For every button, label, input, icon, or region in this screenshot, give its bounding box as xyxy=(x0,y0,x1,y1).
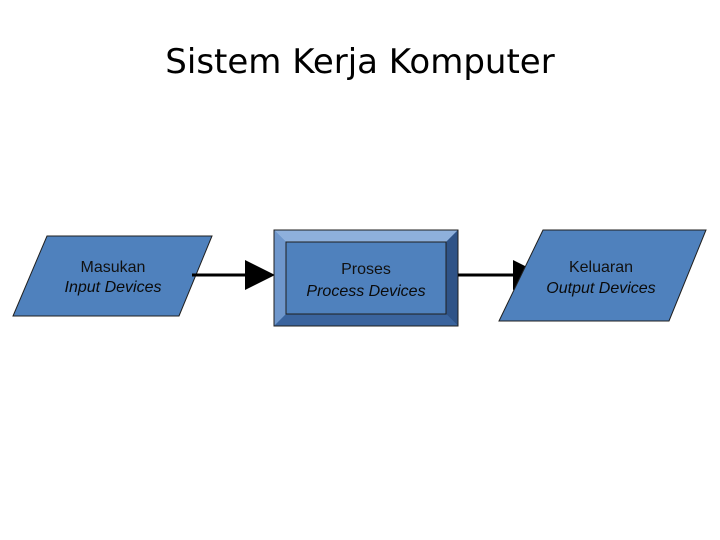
process-bevel-right xyxy=(446,230,458,326)
process-bevel-top xyxy=(274,230,458,242)
output-node-sublabel: Output Devices xyxy=(546,280,655,297)
process-node[interactable]: Proses Process Devices xyxy=(273,229,459,327)
input-node-label: Masukan xyxy=(81,259,146,276)
input-node-shape xyxy=(12,235,213,317)
process-node-sublabel: Process Devices xyxy=(306,283,425,300)
process-bevel-bottom xyxy=(274,314,458,326)
output-node[interactable]: Keluaran Output Devices xyxy=(498,229,707,322)
output-node-shape xyxy=(498,229,707,322)
output-node-label: Keluaran xyxy=(569,259,633,276)
process-bevel-left xyxy=(274,230,286,326)
process-node-face xyxy=(285,241,447,315)
process-node-label: Proses xyxy=(341,261,391,278)
input-node-sublabel: Input Devices xyxy=(65,279,162,296)
input-node[interactable]: Masukan Input Devices xyxy=(12,235,213,317)
page-title: Sistem Kerja Komputer xyxy=(165,42,555,82)
